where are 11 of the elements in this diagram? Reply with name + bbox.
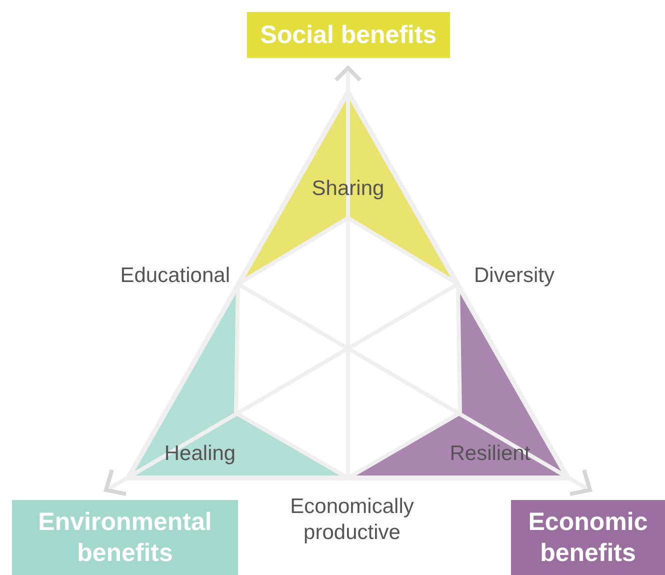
title-text: Economic benefits — [527, 506, 649, 568]
title-box — [511, 500, 665, 575]
region-label: Resilient — [448, 441, 532, 467]
title-box — [247, 12, 450, 58]
side-label: Educational — [119, 263, 230, 289]
title-box — [12, 500, 238, 575]
title-text: Social benefits — [260, 20, 437, 50]
side-label: Economically productive — [289, 494, 415, 546]
title-text: Environmental benefits — [37, 506, 213, 568]
side-label: Diversity — [474, 263, 556, 289]
region-label: Healing — [163, 441, 237, 467]
